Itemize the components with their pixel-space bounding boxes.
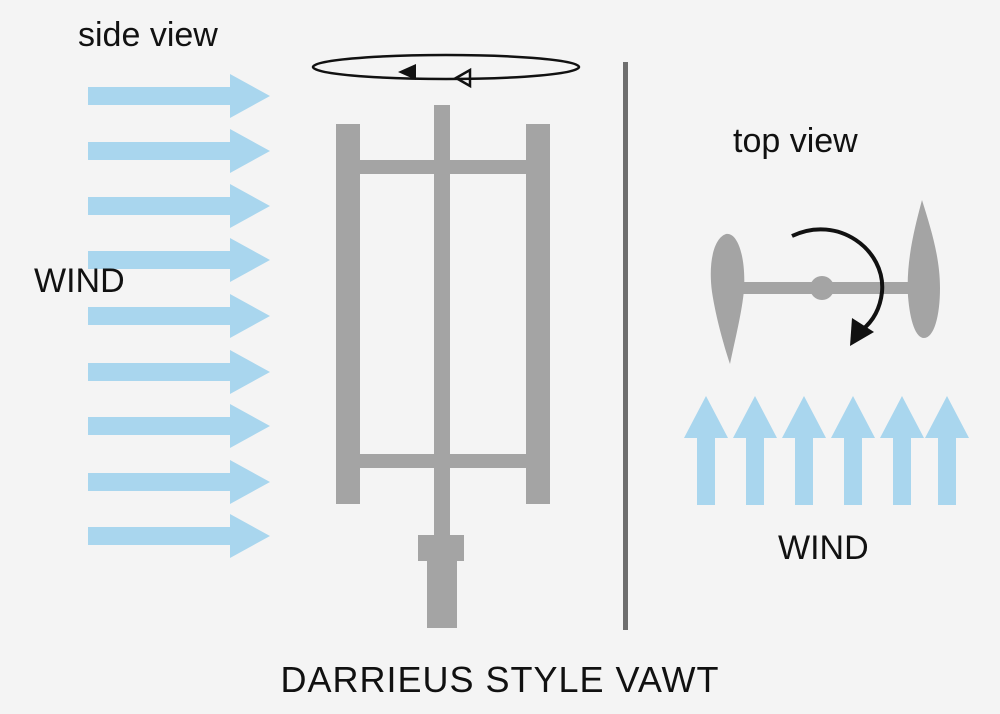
right-blade (526, 124, 550, 504)
side-rotation-arrow-icon (311, 53, 581, 89)
left-blade (336, 124, 360, 504)
wind-arrow-right-icon (88, 404, 270, 448)
top-view-turbine (710, 200, 940, 364)
generator-top (418, 535, 464, 561)
divider-line (623, 62, 628, 630)
wind-arrow-right-icon (88, 514, 270, 558)
side-view-label: side view (78, 16, 218, 54)
wind-arrow-up-icon (733, 396, 777, 505)
top-view-left-airfoil (710, 233, 745, 364)
side-view-turbine (336, 105, 550, 628)
top-wind-arrows (684, 396, 969, 505)
top-view-right-airfoil (907, 200, 940, 338)
wind-arrow-up-icon (925, 396, 969, 505)
wind-arrow-right-icon (88, 238, 270, 282)
wind-arrow-up-icon (782, 396, 826, 505)
wind-arrow-right-icon (88, 184, 270, 228)
wind-arrow-right-icon (88, 350, 270, 394)
diagram-title: DARRIEUS STYLE VAWT (280, 659, 720, 700)
side-wind-arrows (88, 74, 270, 558)
top-rotation-arrow-icon (791, 227, 885, 332)
wind-arrow-up-icon (684, 396, 728, 505)
wind-arrow-up-icon (831, 396, 875, 505)
wind-arrow-right-icon (88, 129, 270, 173)
wind-arrow-right-icon (88, 460, 270, 504)
wind-arrow-right-icon (88, 294, 270, 338)
wind-label-side: WIND (34, 262, 125, 300)
wind-arrow-up-icon (880, 396, 924, 505)
top-rotation-arrowhead (850, 318, 874, 346)
shaft (434, 105, 450, 540)
top-view-hub (810, 276, 834, 300)
wind-arrow-right-icon (88, 74, 270, 118)
wind-label-top: WIND (778, 529, 869, 567)
generator-base (427, 561, 457, 628)
top-view-label: top view (733, 122, 858, 160)
